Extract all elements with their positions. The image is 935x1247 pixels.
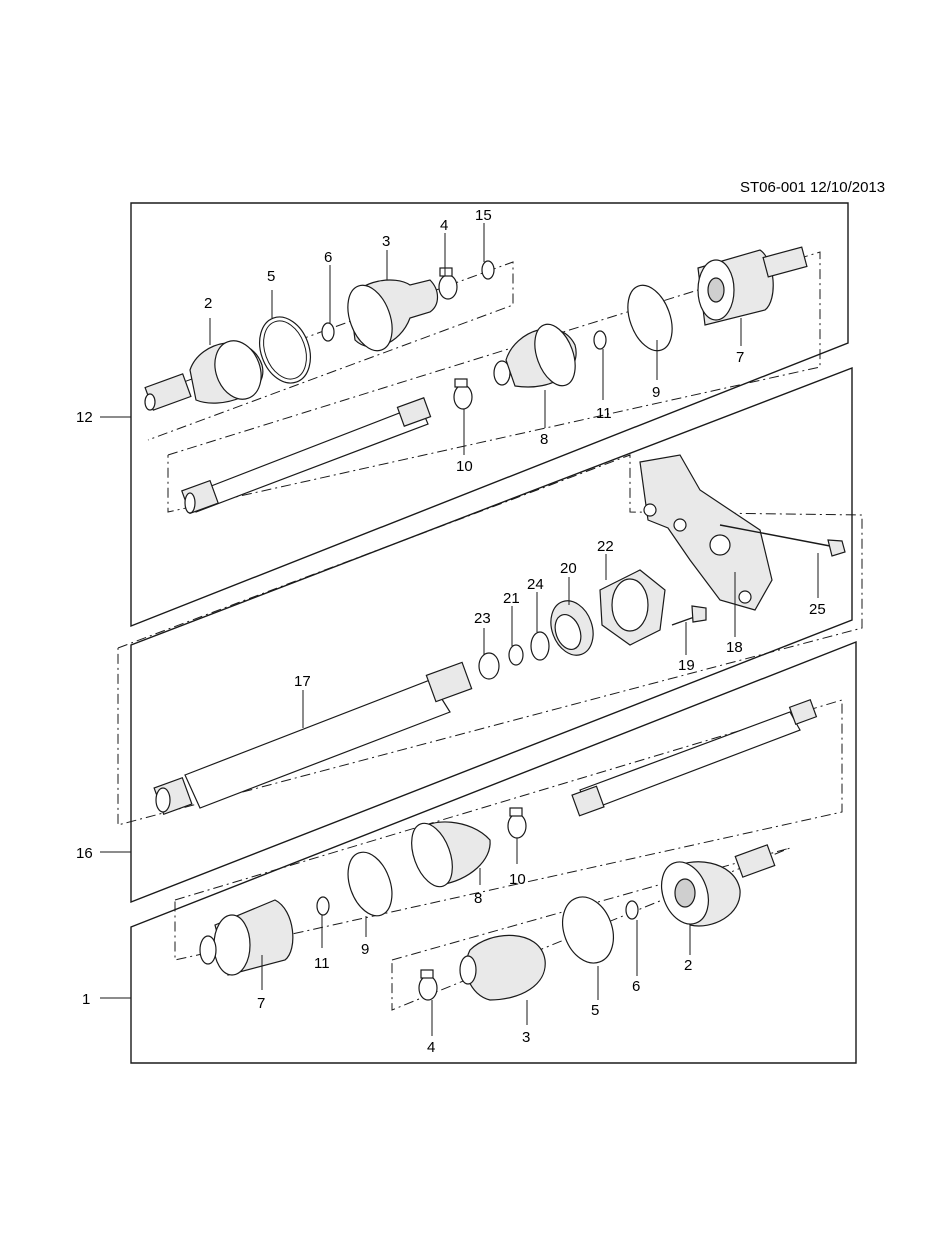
middle-assembly-label: 16 (76, 845, 93, 862)
upper-panel-frame (130, 202, 849, 628)
upper-assembly-panel: 12 (76, 202, 849, 628)
outer-cv-joint-upper (144, 340, 264, 411)
bearing-20 (550, 600, 594, 656)
lower-assembly-label: 1 (82, 991, 90, 1008)
callout-15-upper: 15 (475, 207, 492, 224)
small-clamp-upper-10 (453, 378, 473, 410)
callout-5-upper: 5 (267, 268, 275, 285)
callout-7-upper: 7 (736, 349, 744, 366)
inner-boot-upper (493, 323, 577, 388)
lower-assembly-panel: 1 (82, 640, 857, 1064)
callout-24: 24 (527, 576, 544, 593)
outer-boot-lower (459, 934, 546, 1001)
snap-ring-upper-11 (593, 330, 607, 350)
outer-cv-joint-lower (661, 844, 776, 927)
bearing-housing-22 (599, 569, 666, 646)
callout-9-lower: 9 (361, 941, 369, 958)
callout-6-upper: 6 (324, 249, 332, 266)
snap-ring-lower-6 (625, 900, 639, 920)
callout-6-lower: 6 (632, 978, 640, 995)
callout-2-lower: 2 (684, 957, 692, 974)
outer-boot-upper (347, 279, 439, 352)
upper-assembly-label: 12 (76, 409, 93, 426)
snap-ring-upper-15 (481, 260, 495, 280)
callout-23: 23 (474, 610, 491, 627)
tripod-housing-upper (697, 246, 808, 326)
lower-panel-frame (130, 640, 857, 1064)
bolt-25 (719, 524, 846, 557)
callout-20: 20 (560, 560, 577, 577)
middle-assembly-panel: 16 (76, 366, 863, 904)
callout-4-upper: 4 (440, 217, 448, 234)
callout-11-lower: 11 (314, 955, 330, 972)
clamp-band-upper-5 (259, 316, 311, 384)
tripod-housing-lower (199, 899, 294, 976)
axle-shaft-upper (181, 397, 432, 515)
small-clamp-upper-4 (438, 267, 458, 300)
snap-ring-lower-11 (316, 896, 330, 916)
callout-10-lower: 10 (509, 871, 526, 888)
intermediate-shaft-17 (153, 661, 473, 816)
callout-21: 21 (503, 590, 520, 607)
callout-10-upper: 10 (456, 458, 473, 475)
middle-panel-frame (130, 366, 853, 904)
callout-25: 25 (809, 601, 826, 618)
callout-7-lower: 7 (257, 995, 265, 1012)
callout-11-upper: 11 (596, 405, 612, 422)
callout-4-lower: 4 (427, 1039, 435, 1056)
callout-2-upper: 2 (204, 295, 212, 312)
callout-3-upper: 3 (382, 233, 390, 250)
callout-9-upper: 9 (652, 384, 660, 401)
callout-8-lower: 8 (474, 890, 482, 907)
inner-boot-lower (411, 821, 491, 888)
callout-3-lower: 3 (522, 1029, 530, 1046)
axle-shaft-lower (571, 699, 818, 817)
snap-ring-24 (530, 631, 550, 661)
small-clamp-lower-4 (418, 969, 438, 1001)
snap-ring-21 (508, 644, 524, 666)
drawing-id: ST06-001 12/10/2013 (740, 179, 885, 196)
callout-18: 18 (726, 639, 743, 656)
clamp-band-lower-9 (347, 851, 393, 917)
callout-5-lower: 5 (591, 1002, 599, 1019)
bolt-19 (671, 605, 707, 626)
snap-ring-upper-6 (321, 322, 335, 342)
small-clamp-lower-10 (507, 807, 527, 839)
callout-19: 19 (678, 657, 695, 674)
washer-23 (478, 652, 500, 680)
callout-22: 22 (597, 538, 614, 555)
callout-8-upper: 8 (540, 431, 548, 448)
clamp-band-lower-5 (562, 896, 614, 964)
callout-17: 17 (294, 673, 311, 690)
support-bracket (639, 454, 773, 611)
clamp-band-upper-9 (627, 284, 673, 352)
